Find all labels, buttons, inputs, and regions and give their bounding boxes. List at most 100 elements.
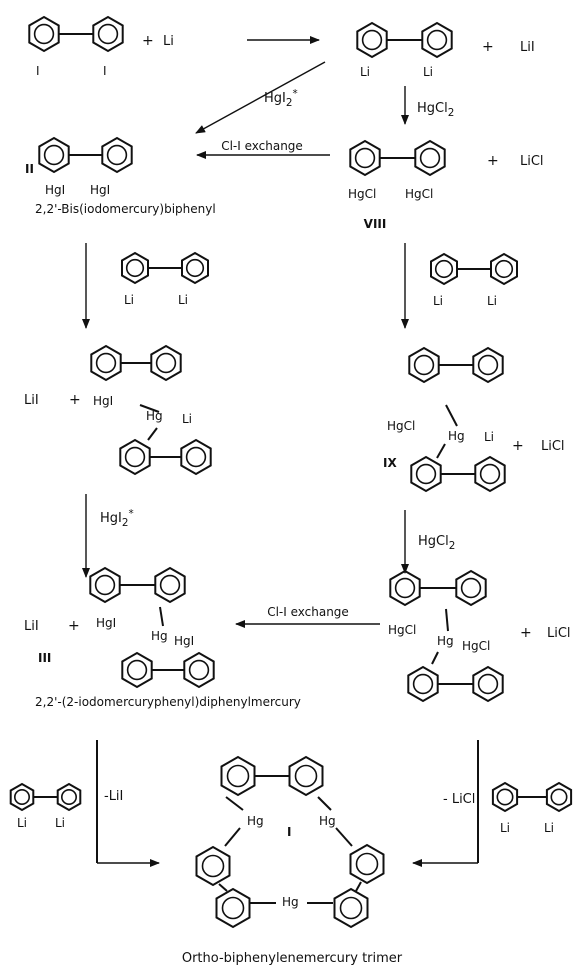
hg-atom-III: Hg — [151, 629, 168, 643]
compound-I-name: Ortho-biphenylenemercury trimer — [182, 951, 403, 966]
bond-trimer-right — [335, 827, 353, 847]
reagent-dilithiobiphenyl-left-ring-right — [181, 251, 209, 285]
trimer-right-lower-ring — [333, 887, 369, 929]
cl-i-exchange-label-1: Cl-I exchange — [221, 139, 303, 153]
reagent-li-left-1: Li — [124, 293, 134, 307]
reagent-dilithiobiphenyl-final-left-ring-right — [56, 782, 82, 812]
plus-sign: + — [487, 153, 499, 169]
hg-atom-intermediate: Hg — [146, 409, 163, 423]
intermediate-right-top-ring-right — [455, 569, 487, 607]
lithium-reagent: Li — [163, 34, 174, 49]
hgi2-reagent-label-2: HgI2* — [100, 508, 134, 529]
hgcl-atom-IX: HgCl — [387, 419, 415, 433]
compound-II-label: II — [25, 162, 34, 176]
bond-trimer-top-right — [317, 796, 332, 811]
compound-VIII-ring-left — [349, 139, 381, 177]
trimer-left-upper-ring — [195, 845, 231, 887]
reagent-dilithiobiphenyl-left-ring-left — [121, 251, 149, 285]
hgi-atom-intermediate: HgI — [93, 394, 113, 408]
compound-VIII-label: VIII — [364, 217, 387, 231]
li-atom-intermediate: Li — [182, 412, 192, 426]
bond-hg-int-top — [445, 608, 449, 632]
dilithiobiphenyl-ring-left — [356, 21, 388, 59]
hgi-atom-right: HgI — [90, 183, 110, 197]
plus-sign: + — [512, 438, 524, 454]
plus-sign: + — [142, 33, 154, 49]
compound-IX-label: IX — [383, 456, 397, 470]
compound-VIII-ring-right — [414, 139, 446, 177]
compound-III-top-ring-right — [154, 566, 186, 604]
reagent-dilithiobiphenyl-final-left-ring-left — [9, 782, 35, 812]
compound-IX-top-ring-right — [472, 346, 504, 384]
minus-lii-label: -LiI — [104, 789, 123, 804]
lithium-atom-right: Li — [423, 65, 433, 79]
lithium-chloride-IX: LiCl — [541, 439, 565, 454]
trimer-top-biphenyl-ring-right — [288, 755, 324, 797]
lithium-chloride: LiCl — [520, 154, 544, 169]
intermediate-right-bottom-ring-left — [407, 665, 439, 703]
compound-II-name: 2,2'-Bis(iodomercury)biphenyl — [35, 202, 216, 216]
compound-IX-top-ring-left — [408, 346, 440, 384]
iodine-atom-right: I — [103, 64, 107, 78]
li-final-left-2: Li — [55, 816, 65, 830]
dilithiobiphenyl-ring-right — [421, 21, 453, 59]
lithium-iodide-left: LiI — [24, 393, 39, 408]
hgcl-atom-right: HgCl — [405, 187, 433, 201]
plus-sign: + — [520, 625, 532, 641]
plus-sign: + — [482, 39, 494, 55]
lithium-chloride-int: LiCl — [547, 626, 571, 641]
bond-hg-III-top — [159, 606, 164, 627]
intermediate-left-top-ring-right — [150, 344, 182, 382]
compound-II-ring-right — [101, 136, 133, 174]
lithium-iodide-III: LiI — [24, 619, 39, 634]
intermediate-left-bottom-ring-left — [119, 438, 151, 476]
bonds — [33, 33, 547, 904]
hg-atom-int: Hg — [437, 634, 454, 648]
reagent-dilithiobiphenyl-right-ring-right — [490, 252, 518, 286]
hgi-atom-III-b: HgI — [174, 634, 194, 648]
reaction-arrows — [82, 36, 478, 867]
li-atom-IX: Li — [484, 430, 494, 444]
compound-I-label: I — [287, 825, 291, 839]
compound-IX-bottom-ring-right — [474, 455, 506, 493]
compound-II-ring-left — [38, 136, 70, 174]
bond-trimer-right-biaryl — [355, 881, 362, 892]
diiodobiphenyl-ring-left — [28, 15, 60, 53]
reagent-li-right-2: Li — [487, 294, 497, 308]
hgi2-reagent-label: HgI2* — [264, 88, 298, 109]
lithium-atom-left: Li — [360, 65, 370, 79]
intermediate-right-top-ring-left — [389, 569, 421, 607]
hg-atom-trimer-left: Hg — [247, 814, 264, 828]
hg-atom-trimer-bottom: Hg — [282, 895, 299, 909]
bond-trimer-left-biaryl — [218, 883, 228, 892]
li-final-right-1: Li — [500, 821, 510, 835]
reagent-li-left-2: Li — [178, 293, 188, 307]
hgcl2-reagent-label: HgCl2 — [417, 101, 454, 119]
compound-III-bottom-ring-left — [121, 651, 153, 689]
bond-trimer-left — [224, 827, 241, 847]
plus-sign: + — [68, 618, 80, 634]
compound-III-top-ring-left — [89, 566, 121, 604]
compound-IX-bottom-ring-left — [410, 455, 442, 493]
trimer-top-biphenyl-ring-left — [220, 755, 256, 797]
hgi-atom-left: HgI — [45, 183, 65, 197]
minus-licl-label: - LiCl — [443, 792, 475, 807]
bond-hg-int-bottom — [431, 651, 439, 665]
compound-III-bottom-ring-right — [183, 651, 215, 689]
hgcl2-reagent-label-2: HgCl2 — [418, 534, 455, 552]
plus-sign: + — [69, 392, 81, 408]
benzene-rings — [9, 15, 573, 929]
intermediate-right-bottom-ring-right — [472, 665, 504, 703]
reagent-dilithiobiphenyl-final-right-ring-right — [545, 781, 573, 813]
bond-hg-IX-bottom — [436, 443, 446, 459]
bond-hg-IX-top — [445, 404, 458, 427]
reagent-dilithiobiphenyl-right-ring-left — [430, 252, 458, 286]
hgcl-atom-int-a: HgCl — [388, 623, 416, 637]
bond-hg-left-bottom — [147, 427, 158, 441]
reagent-dilithiobiphenyl-final-right-ring-left — [491, 781, 519, 813]
trimer-right-upper-ring — [349, 843, 385, 885]
reagent-li-right-1: Li — [433, 294, 443, 308]
intermediate-left-bottom-ring-right — [180, 438, 212, 476]
